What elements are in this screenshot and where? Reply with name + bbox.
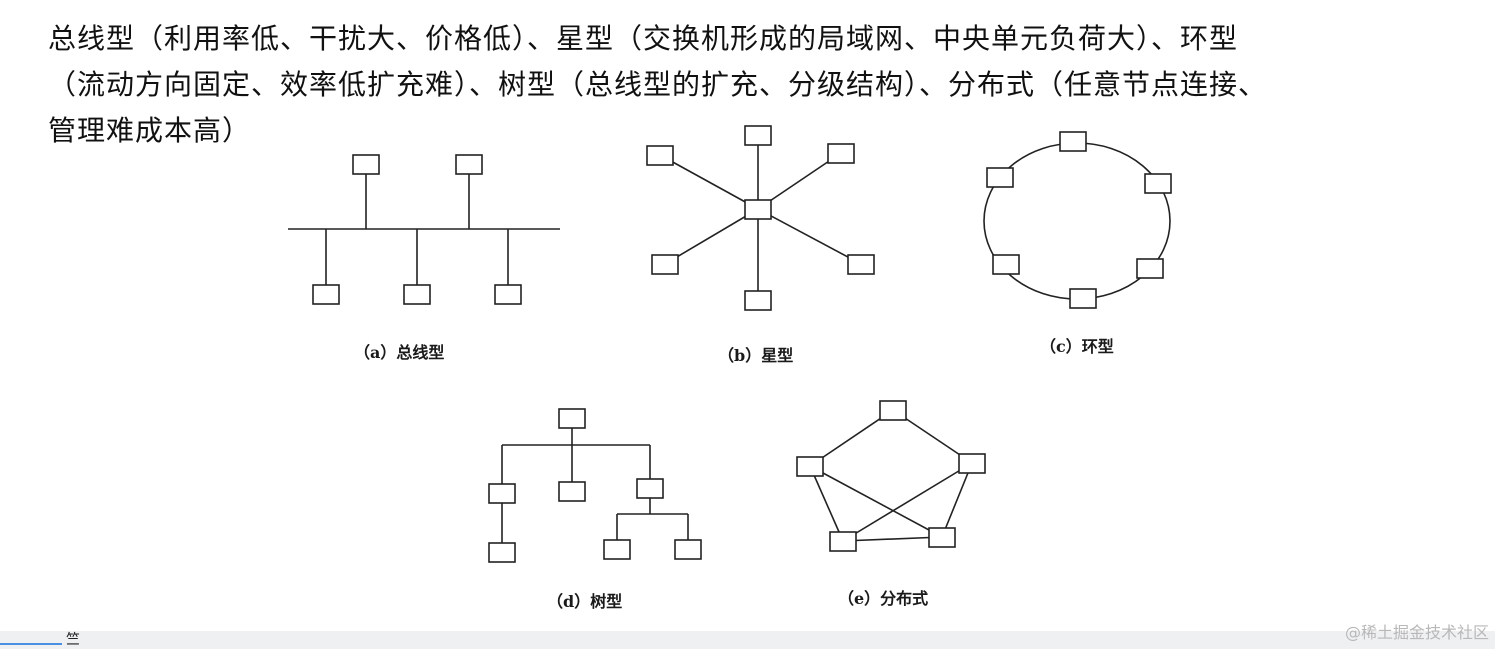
mesh-topology: [796, 400, 986, 552]
star-node: [646, 145, 674, 166]
star-node: [651, 254, 679, 275]
description-line-3: 管理难成本高）: [48, 114, 252, 147]
ring-node: [992, 254, 1020, 275]
tree-node: [488, 542, 516, 563]
description-line-2: （流动方向固定、效率低扩充难）、树型（总线型的扩充、分级结构）、分布式（任意节点…: [48, 68, 1268, 101]
caption-bus: （a）总线型: [354, 343, 444, 362]
ring-node: [1059, 131, 1087, 152]
caption-mesh: （e）分布式: [838, 589, 928, 608]
ring-node: [986, 167, 1014, 188]
mesh-link: [842, 462, 973, 542]
ring-node: [1136, 258, 1164, 279]
bus-node: [494, 284, 522, 305]
bus-node: [352, 154, 380, 175]
star-link: [757, 152, 842, 210]
mesh-link: [809, 465, 844, 542]
tree-node: [558, 481, 586, 502]
bus-topology: [288, 154, 560, 305]
star-link: [664, 208, 759, 265]
star-node: [827, 143, 855, 164]
star-node: [847, 254, 875, 275]
mesh-link: [809, 409, 894, 467]
ring-topology: [983, 131, 1172, 309]
mesh-node: [829, 531, 857, 552]
ring-node: [1144, 173, 1172, 194]
mesh-node: [958, 453, 986, 474]
tree-node: [674, 539, 702, 560]
mesh-node: [879, 400, 907, 421]
tree-node: [603, 539, 631, 560]
mesh-link: [941, 462, 973, 538]
star-link: [659, 154, 759, 210]
star-hub-node: [744, 199, 772, 220]
mesh-link: [842, 536, 943, 542]
tree-root-node: [558, 408, 586, 429]
star-node: [744, 125, 772, 146]
mesh-node: [796, 456, 824, 477]
ring-node: [1069, 288, 1097, 309]
footer-glyph: 竺: [66, 632, 80, 648]
bus-node: [403, 284, 431, 305]
star-node: [744, 290, 772, 311]
watermark: @稀土掘金技术社区: [1344, 623, 1489, 642]
tree-node: [636, 478, 664, 499]
mesh-link: [809, 465, 943, 538]
description-line-1: 总线型（利用率低、干扰大、价格低）、星型（交换机形成的局域网、中央单元负荷大）、…: [48, 22, 1239, 55]
caption-star: （b）星型: [718, 346, 793, 365]
bus-node: [455, 154, 483, 175]
star-link: [757, 208, 862, 265]
progress-accent: [0, 643, 62, 645]
star-topology: [646, 125, 875, 311]
description-text: 总线型（利用率低、干扰大、价格低）、星型（交换机形成的局域网、中央单元负荷大）、…: [48, 16, 1378, 154]
caption-ring: （c）环型: [1040, 337, 1114, 356]
bottom-bar: 竺: [0, 631, 1495, 649]
caption-tree: （d）树型: [547, 592, 622, 611]
mesh-node: [928, 527, 956, 548]
tree-topology: [488, 408, 702, 563]
bus-node: [312, 284, 340, 305]
tree-node: [488, 483, 516, 504]
